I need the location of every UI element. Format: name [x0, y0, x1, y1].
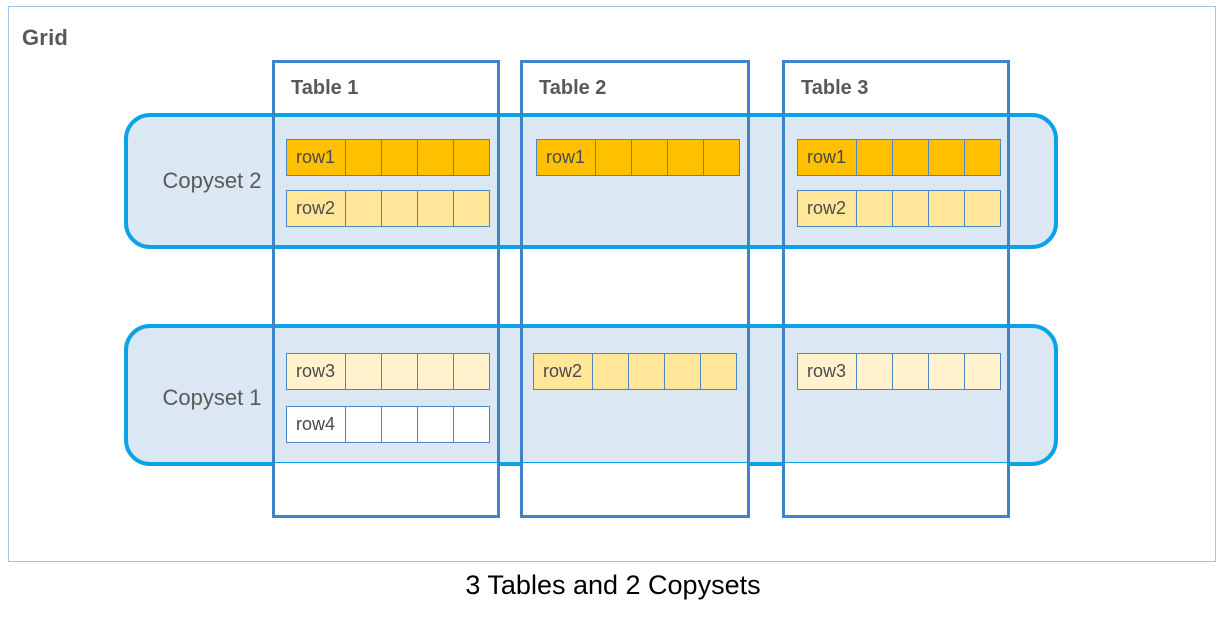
row-data-cell [856, 139, 893, 176]
row-data-cell [964, 190, 1001, 227]
row-data-cell [700, 353, 737, 390]
row-data-cell [453, 190, 490, 227]
row-data-cell [964, 353, 1001, 390]
row-data-cell [928, 190, 965, 227]
table-header-2: Table 2 [523, 63, 747, 113]
row-label-cell: row1 [536, 139, 596, 176]
row-data-cell [592, 353, 629, 390]
row-label-cell: row1 [797, 139, 857, 176]
data-row[interactable]: row1 [286, 139, 490, 176]
row-label-cell: row3 [286, 353, 346, 390]
row-label-cell: row3 [797, 353, 857, 390]
table-title-2: Table 2 [539, 76, 607, 99]
row-data-cell [703, 139, 740, 176]
row-data-cell [453, 139, 490, 176]
copyset-band-2[interactable]: Copyset 2 [124, 113, 1058, 249]
table-column-3[interactable]: Table 3 [782, 60, 1010, 518]
row-data-cell [892, 353, 929, 390]
row-label-cell: row2 [797, 190, 857, 227]
row-data-cell [892, 190, 929, 227]
row-data-cell [964, 139, 1001, 176]
row-data-cell [628, 353, 665, 390]
row-data-cell [631, 139, 668, 176]
row-data-cell [345, 406, 382, 443]
copyset-label-1: Copyset 1 [162, 384, 262, 410]
row-data-cell [381, 190, 418, 227]
row-data-cell [417, 139, 454, 176]
grid-title: Grid [22, 25, 69, 50]
row-data-cell [381, 139, 418, 176]
figure-caption: 3 Tables and 2 Copysets [465, 570, 761, 600]
row-data-cell [453, 353, 490, 390]
row-data-cell [856, 353, 893, 390]
row-data-cell [667, 139, 704, 176]
data-row[interactable]: row1 [797, 139, 1001, 176]
row-data-cell [453, 406, 490, 443]
table-title-1: Table 1 [291, 76, 359, 99]
table-column-1[interactable]: Table 1 [272, 60, 500, 518]
table-header-3: Table 3 [785, 63, 1007, 113]
row-data-cell [928, 139, 965, 176]
table-footer-1 [275, 463, 497, 515]
row-data-cell [892, 139, 929, 176]
table-header-1: Table 1 [275, 63, 497, 113]
data-row[interactable]: row3 [797, 353, 1001, 390]
data-row[interactable]: row2 [797, 190, 1001, 227]
row-data-cell [417, 353, 454, 390]
row-label-cell: row4 [286, 406, 346, 443]
data-row[interactable]: row2 [286, 190, 490, 227]
row-label-cell: row2 [533, 353, 593, 390]
data-row[interactable]: row3 [286, 353, 490, 390]
row-data-cell [381, 406, 418, 443]
copyset-label-2: Copyset 2 [162, 168, 262, 193]
row-label-cell: row1 [286, 139, 346, 176]
table-footer-3 [785, 463, 1007, 515]
row-data-cell [928, 353, 965, 390]
row-data-cell [345, 353, 382, 390]
copyset-band-1[interactable]: Copyset 1 [124, 324, 1058, 466]
row-data-cell [595, 139, 632, 176]
table-footer-2 [523, 463, 747, 515]
row-data-cell [417, 190, 454, 227]
data-row[interactable]: row1 [536, 139, 740, 176]
row-data-cell [345, 190, 382, 227]
table-column-2[interactable]: Table 2 [520, 60, 750, 518]
data-row[interactable]: row2 [533, 353, 737, 390]
row-data-cell [856, 190, 893, 227]
row-label-cell: row2 [286, 190, 346, 227]
row-data-cell [381, 353, 418, 390]
data-row[interactable]: row4 [286, 406, 490, 443]
table-title-3: Table 3 [801, 76, 869, 99]
row-data-cell [345, 139, 382, 176]
row-data-cell [417, 406, 454, 443]
row-data-cell [664, 353, 701, 390]
